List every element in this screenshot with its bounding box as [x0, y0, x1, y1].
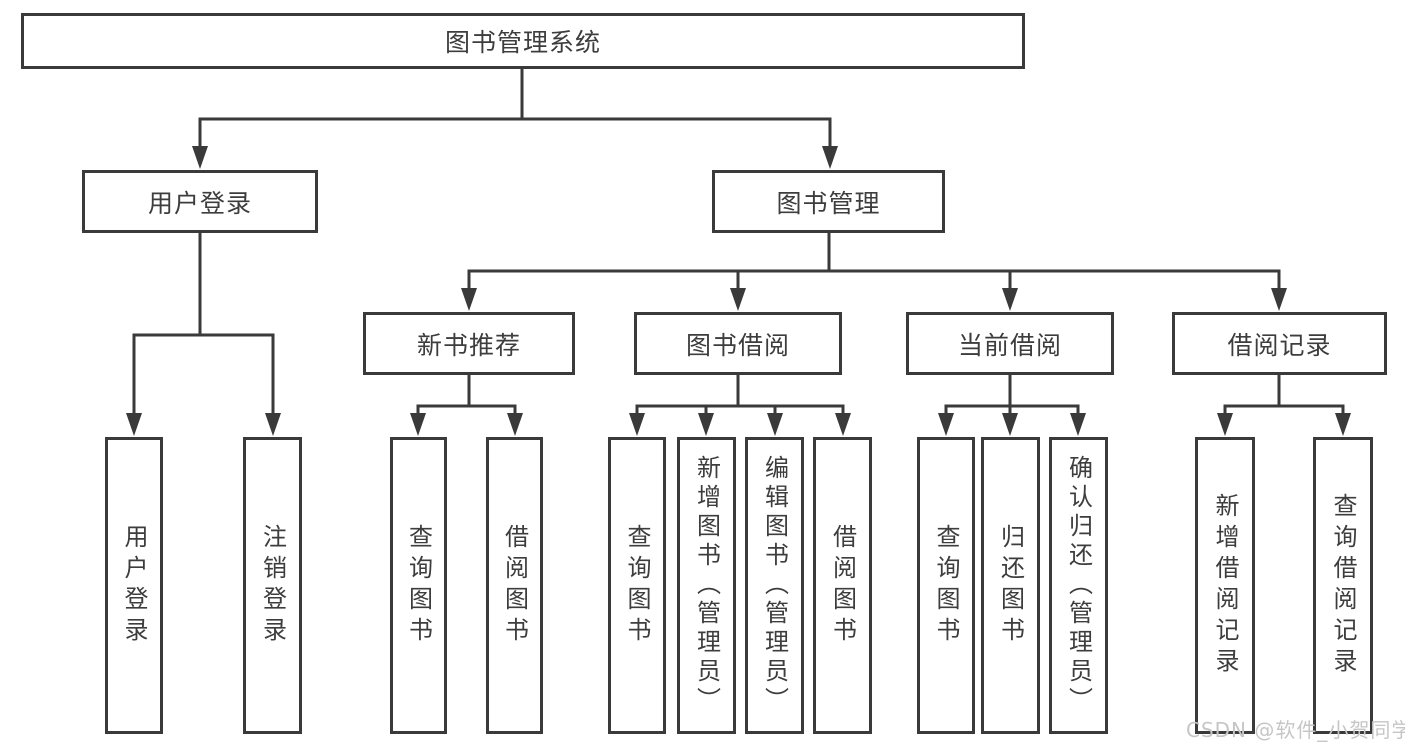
node-user-login: 用户登录 [82, 170, 318, 233]
leaf-return-books: 归还图书 [981, 437, 1040, 734]
node-root-system: 图书管理系统 [21, 13, 1025, 69]
leaf-borrow-books: 借阅图书 [813, 437, 872, 734]
leaf-add-books-admin: 新增图书（管理员） [677, 437, 736, 734]
leaf-borrow-books-recommend: 借阅图书 [486, 437, 543, 734]
leaf-edit-books-admin: 编辑图书（管理员） [745, 437, 804, 734]
leaf-confirm-return-admin: 确认归还（管理员） [1049, 437, 1108, 734]
node-borrowing-records: 借阅记录 [1172, 312, 1387, 375]
node-current-borrowing: 当前借阅 [906, 312, 1114, 375]
node-book-borrowing: 图书借阅 [634, 312, 842, 375]
leaf-user-login: 用户登录 [105, 437, 163, 734]
csdn-watermark: CSDN @软件_小贺同学 [1186, 718, 1405, 742]
node-book-management: 图书管理 [712, 170, 945, 233]
node-new-book-recommendation: 新书推荐 [363, 312, 575, 375]
leaf-query-borrow-record: 查询借阅记录 [1313, 437, 1373, 734]
leaf-query-books-current: 查询图书 [917, 437, 975, 734]
leaf-add-borrow-record: 新增借阅记录 [1195, 437, 1255, 734]
leaf-logout: 注销登录 [243, 437, 302, 734]
leaf-query-books-borrow: 查询图书 [608, 437, 666, 734]
leaf-query-books-recommend: 查询图书 [390, 437, 447, 734]
